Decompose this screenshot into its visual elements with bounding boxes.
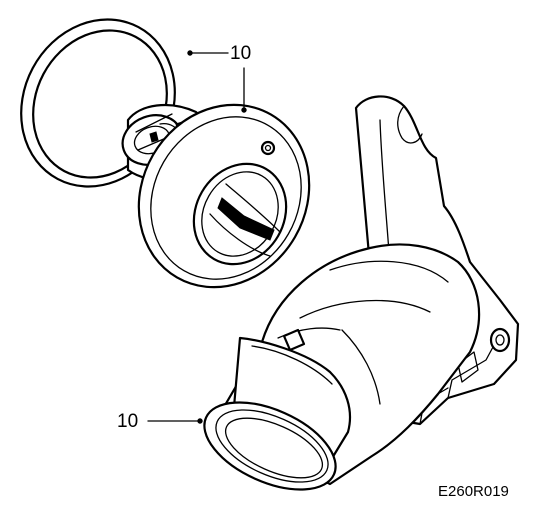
- thermostat-flange: [137, 103, 311, 289]
- figure-reference-code: E260R019: [438, 483, 509, 500]
- callout-leaders: [147, 50, 247, 424]
- callout-label-bottom: 10: [117, 411, 139, 432]
- outlet-opening: [203, 401, 337, 491]
- callout-label-top: 10: [230, 43, 252, 64]
